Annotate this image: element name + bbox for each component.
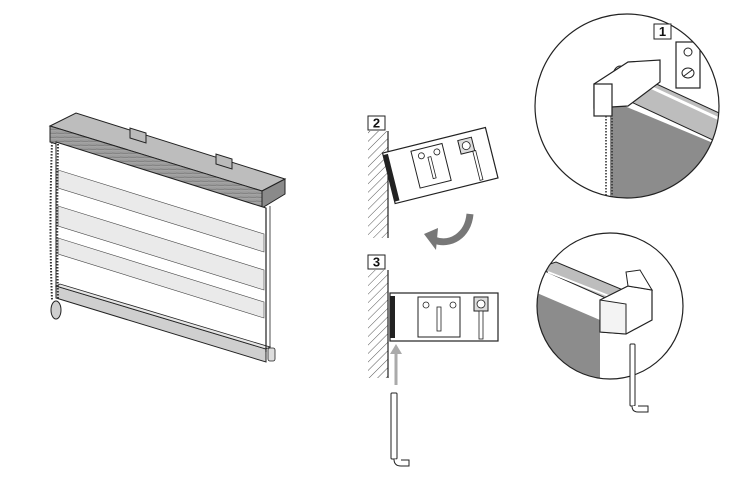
step-3-label: 3: [373, 255, 380, 270]
step-2-label-box: [367, 115, 386, 131]
allen-key-icon: [629, 343, 649, 413]
step-2-label: 2: [373, 116, 380, 131]
step-2-detail: 2: [367, 115, 499, 250]
magnified-detail-icon: [536, 232, 684, 413]
step-3-detail: 3: [367, 254, 499, 467]
step-1-label-box: [653, 23, 672, 40]
rotate-arrow-icon: [432, 213, 474, 246]
roller-blind-icon: [48, 112, 287, 363]
step-3-label-box: [367, 254, 386, 270]
allen-key-icon: [390, 392, 410, 467]
magnified-detail-icon: 1: [534, 13, 720, 199]
step-1-label: 1: [659, 24, 666, 39]
